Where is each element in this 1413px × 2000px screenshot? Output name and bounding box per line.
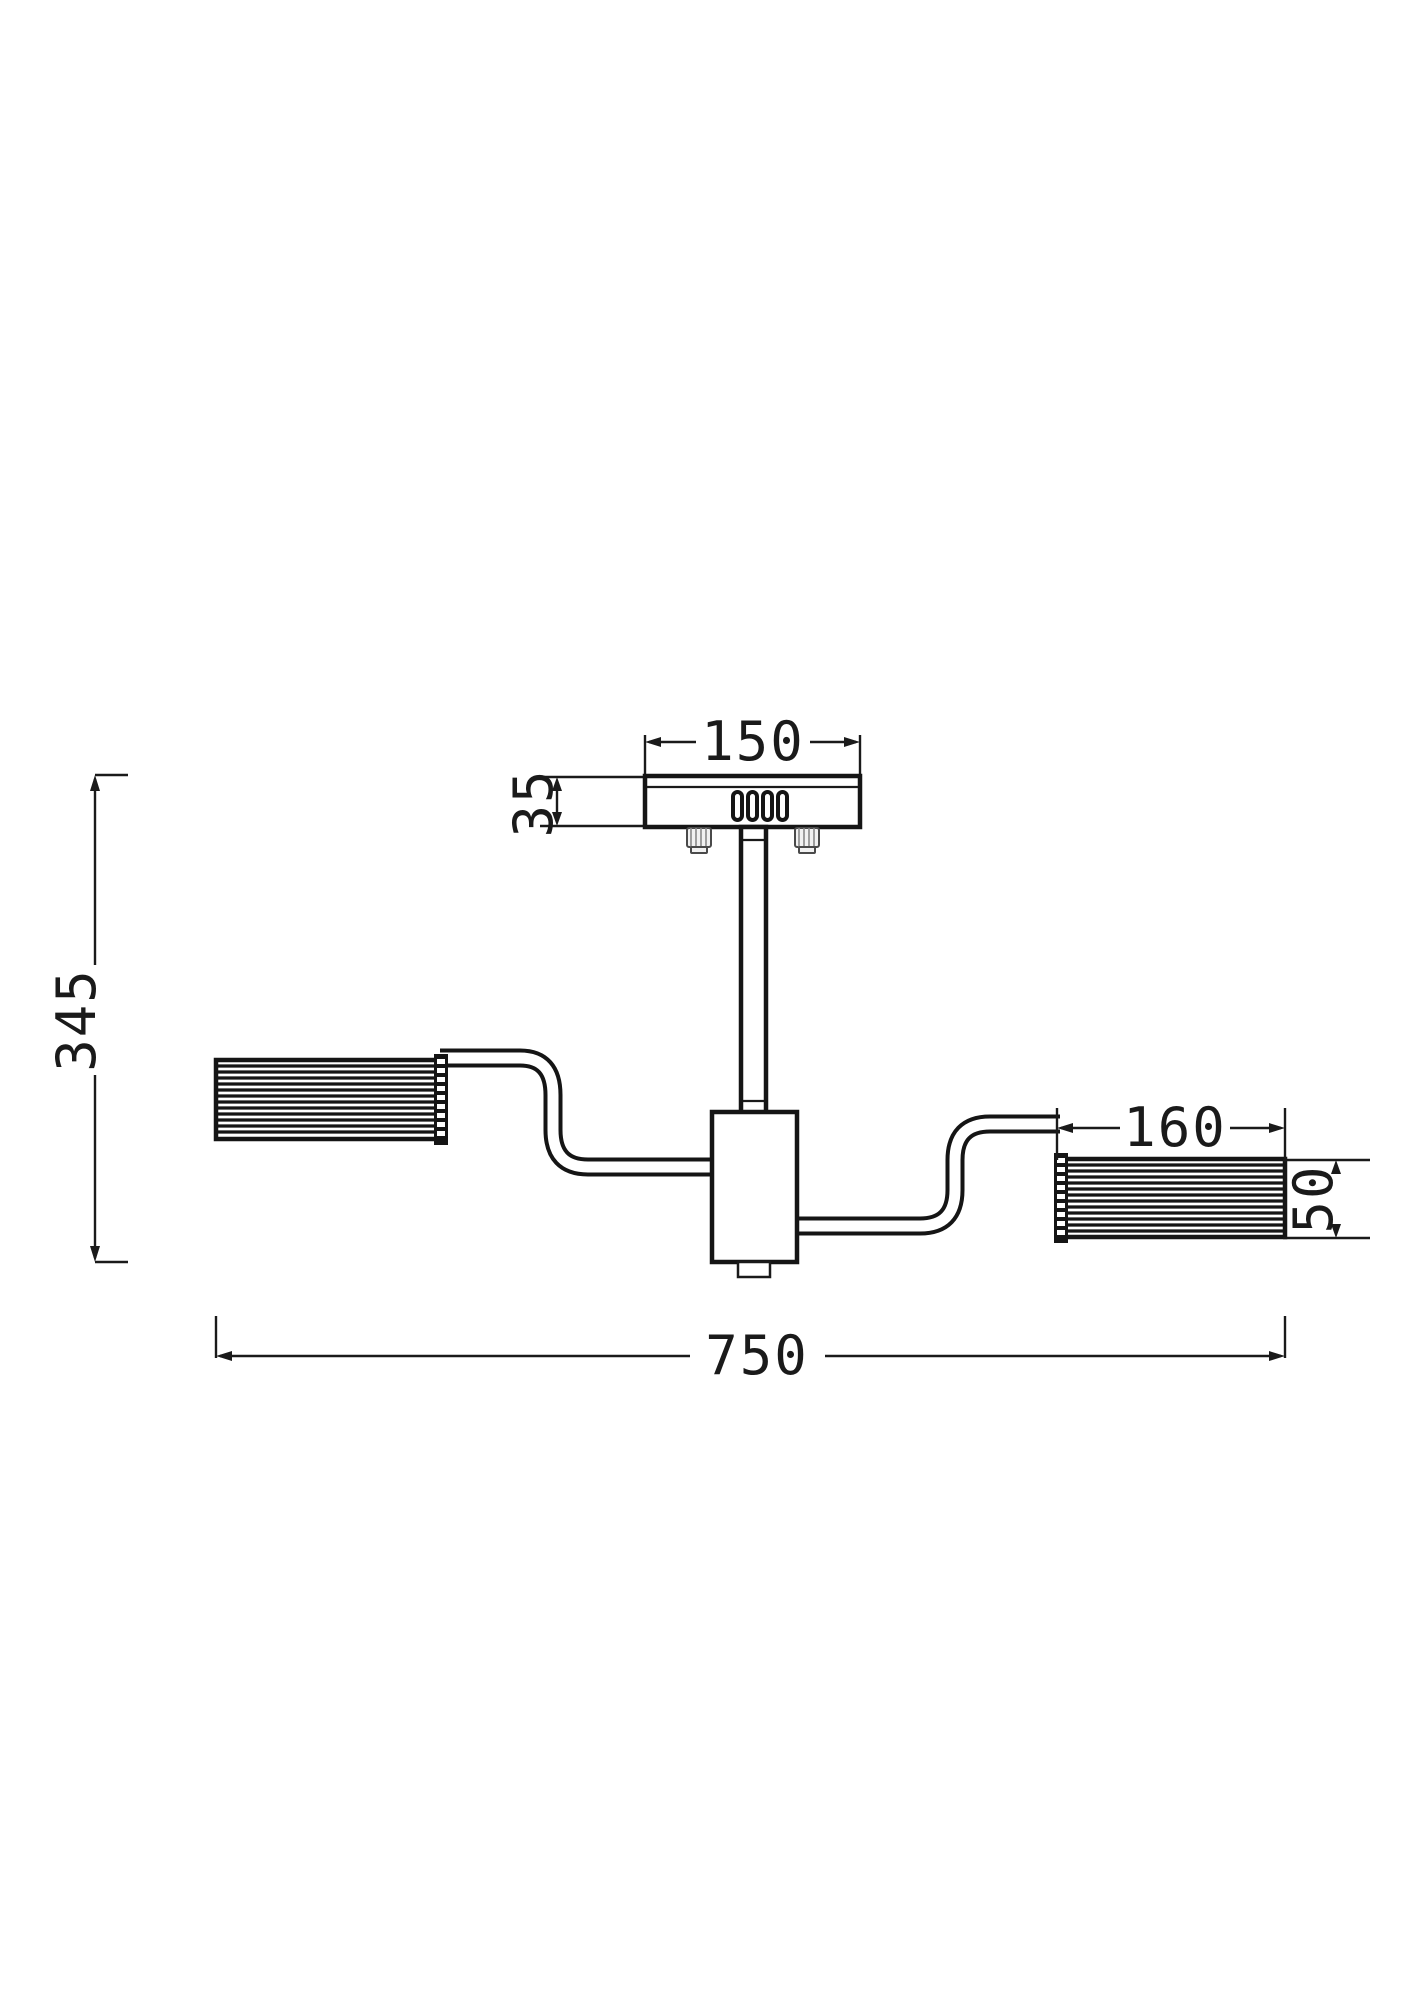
dimension-shade-length: 160 <box>1055 1096 1287 1162</box>
vertical-support-stem <box>738 824 769 1116</box>
right-shade-collar-notches <box>1057 1158 1065 1235</box>
left-ribbed-shade <box>213 1054 448 1145</box>
arrow-150-right <box>844 737 860 747</box>
dimension-plate-height: 35 <box>502 768 645 838</box>
arrow-bottom <box>90 1246 100 1262</box>
arrow-plate-top <box>552 777 562 791</box>
arrow-160-right <box>1269 1123 1285 1133</box>
right-arm-centerline <box>797 1122 1060 1228</box>
screw-left-knurl <box>690 828 707 847</box>
vent-slot-3 <box>761 790 774 822</box>
dimension-label-plate-height: 35 <box>502 768 565 837</box>
ceiling-plate-vent-slots <box>731 790 789 822</box>
left-s-curve-arm <box>440 1048 712 1177</box>
arrow-50-top <box>1331 1160 1341 1174</box>
left-arm-centerline <box>440 1056 712 1169</box>
dimension-shade-height: 50 <box>1282 1158 1370 1240</box>
right-ribbed-shade <box>1054 1153 1288 1243</box>
arrow-top <box>90 775 100 791</box>
right-s-curve-arm <box>797 1114 1060 1236</box>
dimension-plate-width: 150 <box>643 710 862 780</box>
central-body-box <box>709 1109 800 1265</box>
arrow-150-left <box>645 737 661 747</box>
dimension-label-shade-length: 160 <box>1123 1096 1227 1159</box>
vent-slot-1 <box>731 790 744 822</box>
dimension-label-shade-height: 50 <box>1282 1164 1345 1233</box>
stem-tube <box>738 824 769 1116</box>
mounting-screw-right <box>794 827 820 854</box>
screw-right-tip <box>798 846 816 854</box>
dimension-label-total-width: 750 <box>705 1324 809 1387</box>
screw-right-knurl <box>798 828 815 847</box>
arrow-750-right <box>1269 1351 1285 1361</box>
dimension-label-plate-width: 150 <box>701 710 805 773</box>
left-shade-collar-notches <box>437 1059 445 1136</box>
arrow-160-left <box>1057 1123 1073 1133</box>
vent-slot-2 <box>746 790 759 822</box>
central-junction-body <box>709 1109 800 1279</box>
central-body-bottom-nub <box>736 1260 772 1279</box>
dimension-label-total-height: 345 <box>45 968 108 1072</box>
arrow-50-bottom <box>1331 1224 1341 1238</box>
screw-left-tip <box>690 846 708 854</box>
arrow-plate-bottom <box>552 812 562 826</box>
arrow-750-left <box>216 1351 232 1361</box>
dimension-total-height: 345 <box>45 773 128 1264</box>
left-shade-ribs <box>218 1064 436 1134</box>
dimension-total-width: 750 <box>214 1316 1287 1387</box>
right-shade-ribs <box>1062 1163 1283 1233</box>
vent-slot-4 <box>776 790 789 822</box>
mounting-screw-left <box>686 827 712 854</box>
